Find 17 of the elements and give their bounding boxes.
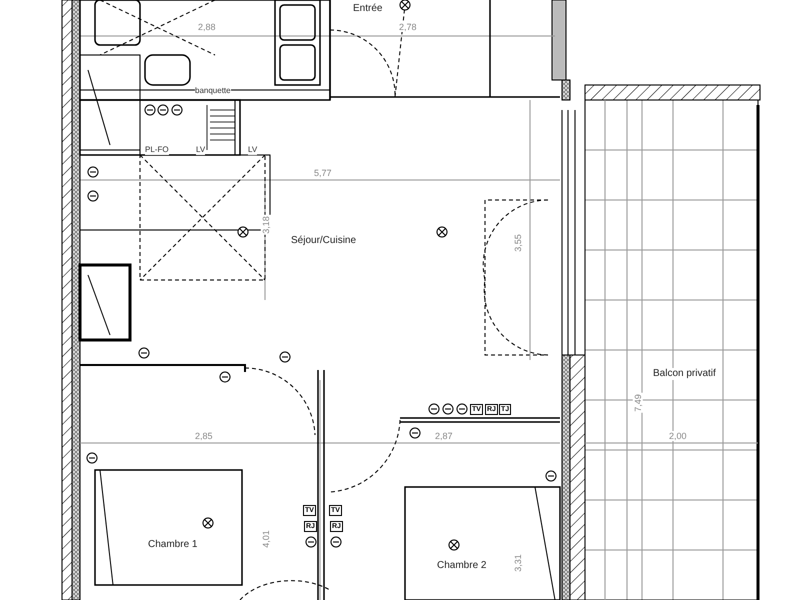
dimension-label: 4,01 — [260, 529, 271, 549]
fixture-label: banquette — [195, 86, 231, 96]
fixture-label: PL-FO — [145, 145, 169, 155]
dimension-label: 5,77 — [313, 168, 333, 178]
fixture-label: LV — [196, 145, 206, 155]
room-name: Balcon privatif — [652, 368, 717, 380]
dimension-label: 2,00 — [668, 431, 688, 441]
room-name: Séjour/Cuisine — [290, 235, 358, 247]
dimension-label: 2,85 — [194, 431, 214, 441]
dimension-label: 3,18 — [260, 215, 271, 235]
fixture-label: LV — [248, 145, 258, 155]
dimension-label: 3,55 — [512, 233, 523, 253]
dimension-label: 2,87 — [434, 431, 454, 441]
dimension-label: 3,31 — [512, 553, 523, 573]
dimension-label: 7,49 — [632, 393, 643, 413]
dimension-label: 2,78 — [398, 22, 418, 32]
dimension-label: 2,88 — [197, 22, 217, 32]
